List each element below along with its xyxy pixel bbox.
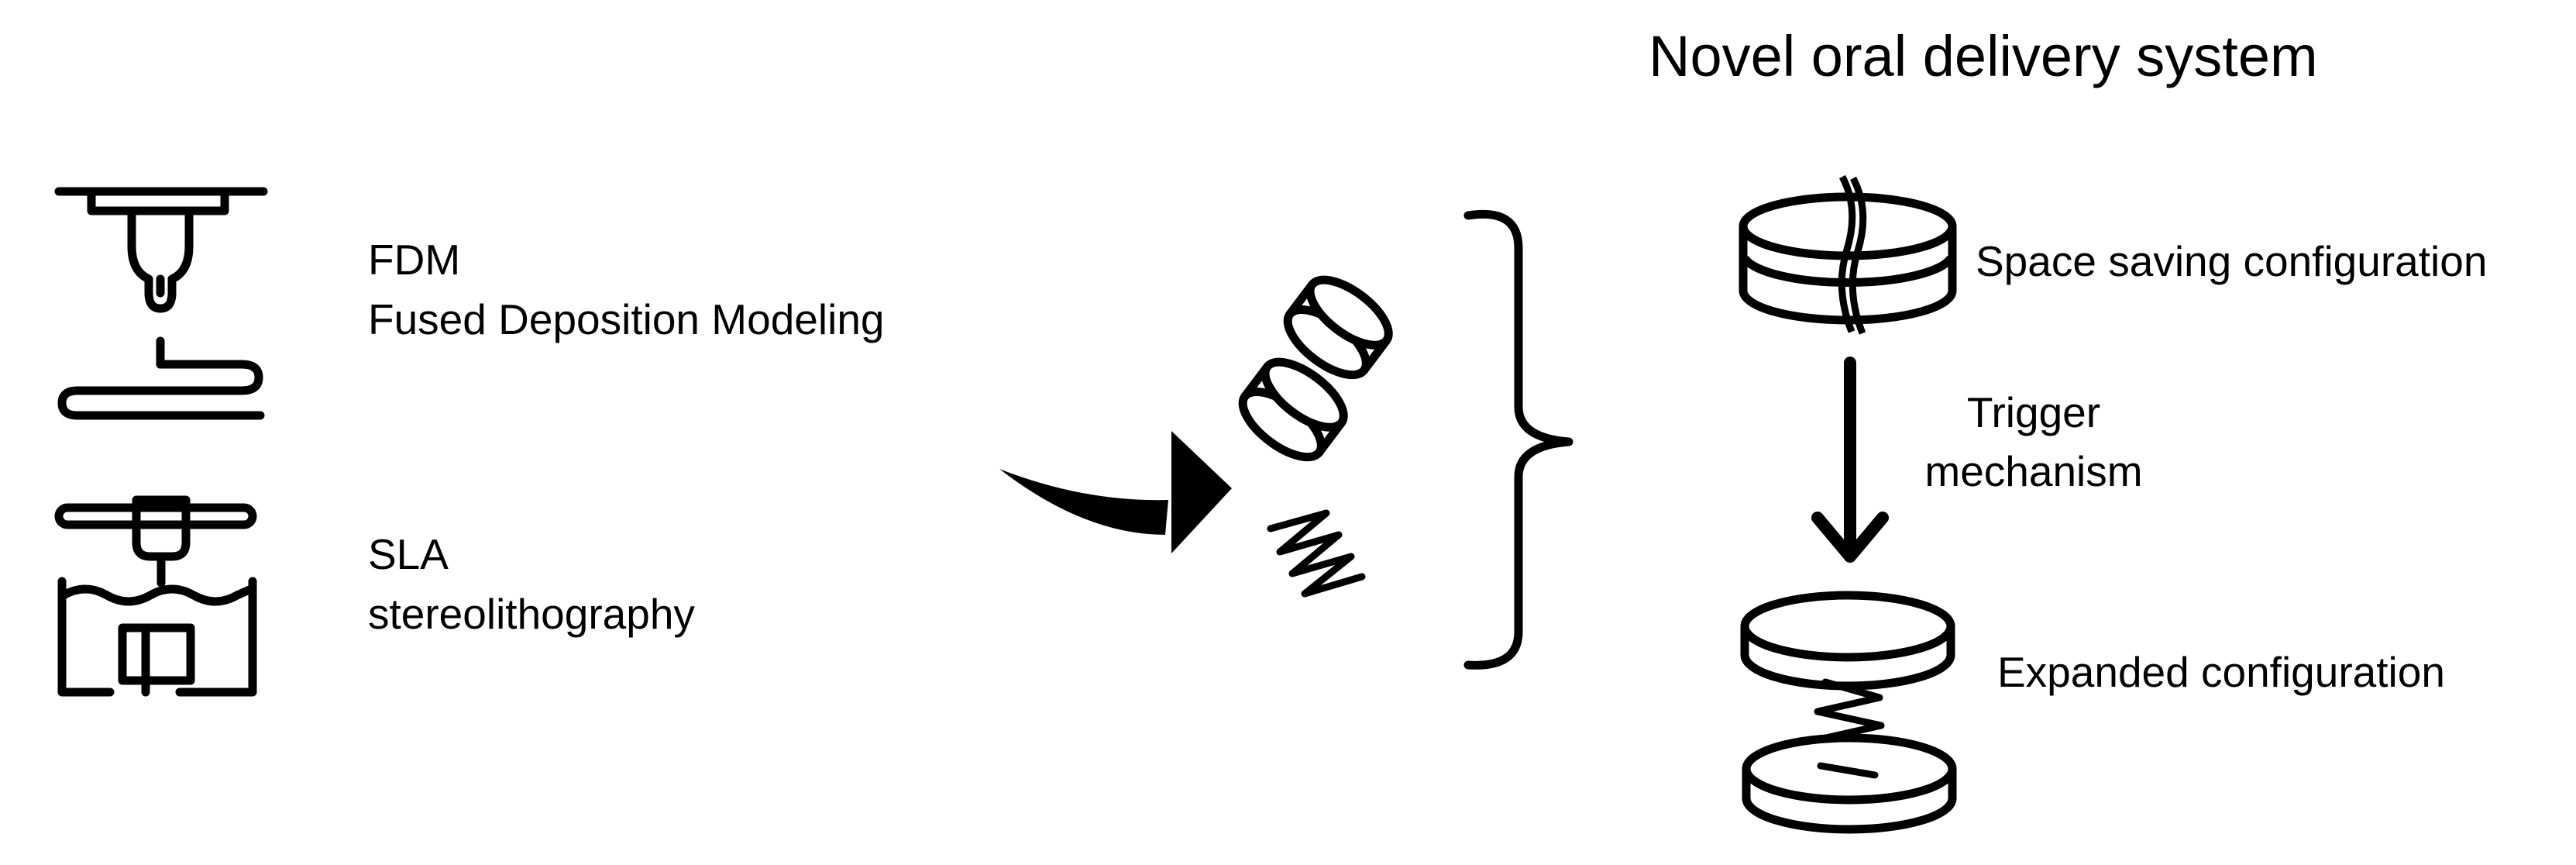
fdm-printer-icon [54,187,268,420]
spring-icon [1267,509,1366,598]
trigger-line-2: mechanism [1924,446,2143,495]
curly-brace [1463,209,1573,670]
sla-full-name: stereolithography [368,590,695,638]
expanded-tablet-icon [1740,591,1957,834]
tablet-components-icon [1238,275,1393,462]
trigger-line-1: Trigger [1966,388,2101,436]
space-saving-configuration-label: Space saving configuration [1976,237,2488,285]
compressed-tablet-icon [1739,174,1957,335]
sla-printer-icon [54,495,257,697]
fdm-full-name: Fused Deposition Modeling [368,295,885,343]
curved-arrow-icon [999,431,1232,553]
trigger-arrow-icon [1811,357,1889,563]
fdm-abbreviation: FDM [368,236,461,284]
sla-abbreviation: SLA [368,530,449,578]
diagram-title: Novel oral delivery system [1649,24,2318,88]
expanded-configuration-label: Expanded configuration [1997,648,2445,696]
trigger-mechanism-label: Trigger mechanism [1890,384,2177,501]
